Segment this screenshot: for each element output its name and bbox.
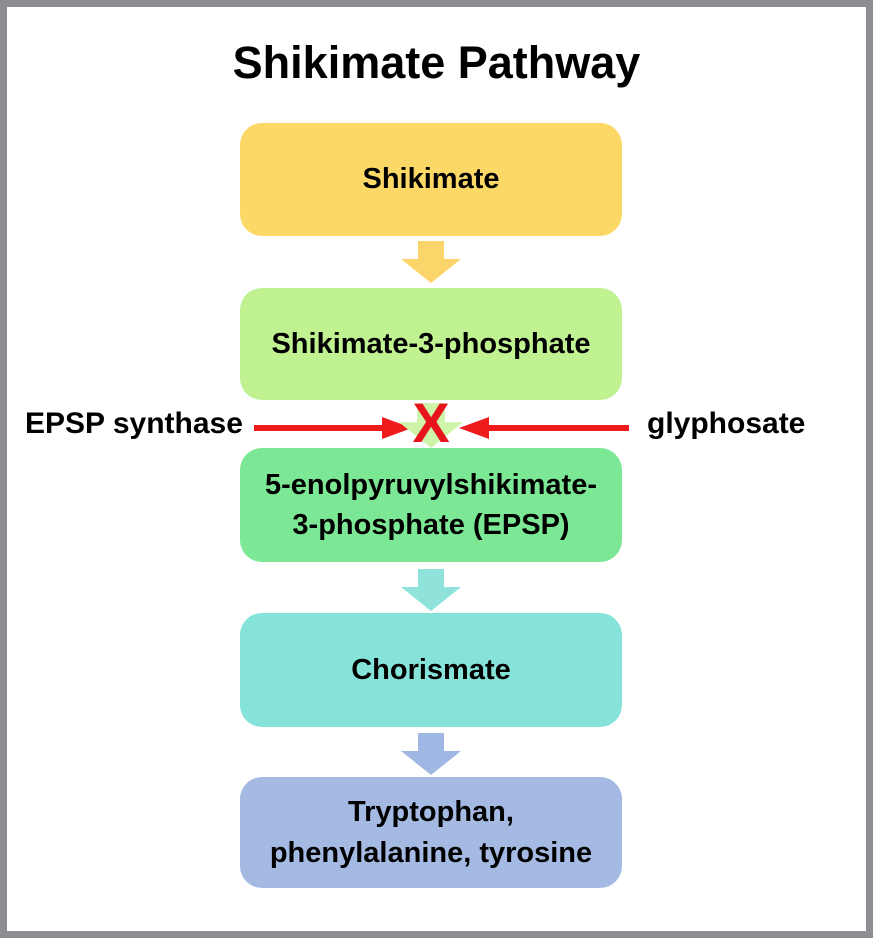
right-arrow-icon: [254, 417, 412, 439]
node-chorismate: Chorismate: [240, 613, 622, 727]
down-arrow-icon: [401, 733, 461, 775]
enzyme-label: EPSP synthase: [25, 407, 243, 440]
down-arrow-icon: [401, 241, 461, 283]
left-arrow-icon: [459, 417, 629, 439]
down-arrow-blocked-icon: [399, 403, 463, 448]
node-epsp: 5-enolpyruvylshikimate- 3-phosphate (EPS…: [240, 448, 622, 562]
diagram-title: Shikimate Pathway: [232, 37, 641, 88]
node-amino-acids: Tryptophan, phenylalanine, tyrosine: [240, 777, 622, 888]
node-shikimate-3-phosphate: Shikimate-3-phosphate: [240, 288, 622, 400]
down-arrow-icon: [401, 569, 461, 611]
inhibition-x-icon: X: [412, 391, 450, 454]
node-shikimate: Shikimate: [240, 123, 622, 236]
inhibitor-label: glyphosate: [647, 407, 806, 440]
